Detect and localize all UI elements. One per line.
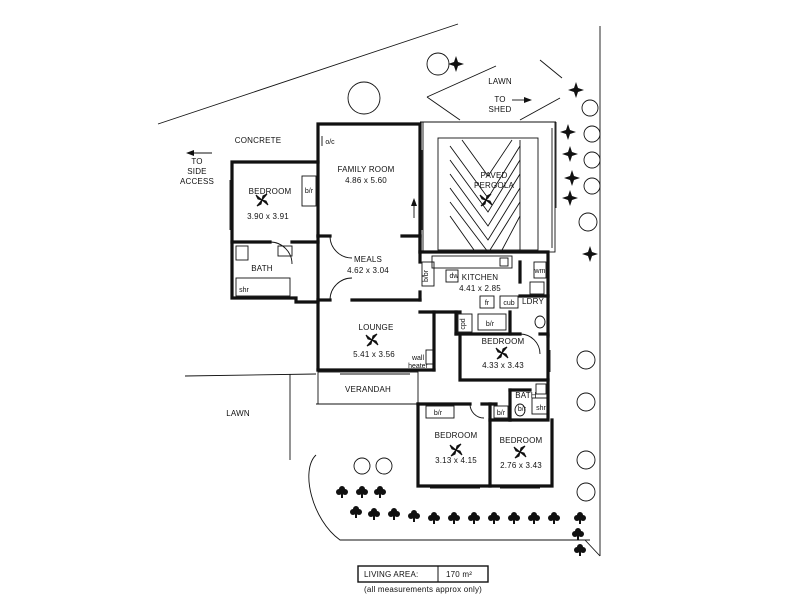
robe-sw-label: b/r bbox=[434, 410, 443, 417]
bedroom-sw-size: 3.13 x 4.15 bbox=[435, 456, 477, 465]
pergola-label-line1: PAVED bbox=[481, 171, 508, 180]
interior-walls bbox=[230, 234, 550, 488]
kitchen-size: 4.41 x 2.85 bbox=[459, 284, 501, 293]
direction-arrows bbox=[186, 97, 532, 156]
wall-heater-label-2: heater bbox=[408, 363, 429, 370]
lounge-label: LOUNGE bbox=[359, 323, 394, 332]
shrub-row bbox=[336, 486, 586, 556]
bedroom-se-size: 2.76 x 3.43 bbox=[500, 461, 542, 470]
lawn-north-label: LAWN bbox=[488, 77, 512, 86]
fixture-labels: b/r shr o/c dw wm cub fr b/br cpd b/r b/… bbox=[239, 139, 546, 417]
cupboard-hall-label: cpd bbox=[460, 318, 467, 329]
bath-west-label: BATH bbox=[251, 264, 273, 273]
laundry-label: LDRY bbox=[522, 297, 544, 306]
fan-icon bbox=[255, 193, 269, 207]
fixtures bbox=[235, 136, 549, 419]
robe-se-label: b/r bbox=[497, 410, 506, 417]
living-area-label: LIVING AREA: bbox=[364, 570, 418, 579]
wall-heater-label-1: wall bbox=[411, 355, 425, 362]
ceiling-fans bbox=[255, 193, 527, 459]
exterior-walls bbox=[230, 122, 554, 488]
side-access-label-2: SIDE bbox=[187, 167, 206, 176]
bi-robe-label: b/br bbox=[423, 269, 430, 282]
outdoor-labels: CONCRETE LAWN LAWN TO SHED TO SIDE ACCES… bbox=[180, 77, 512, 418]
side-access-label-3: ACCESS bbox=[180, 177, 214, 186]
to-shed-label-2: SHED bbox=[488, 105, 511, 114]
kitchen-label: KITCHEN bbox=[462, 273, 499, 282]
oc-label: o/c bbox=[325, 139, 335, 146]
shower-label: shr bbox=[239, 287, 249, 294]
lawn-west-label: LAWN bbox=[226, 409, 250, 418]
bath-east-label: BATH bbox=[515, 391, 537, 400]
bedroom-sw-label: BEDROOM bbox=[435, 431, 478, 440]
fan-icon bbox=[495, 346, 509, 360]
family-room-label: FAMILY ROOM bbox=[337, 165, 394, 174]
pergola-label-line2: PERGOLA bbox=[474, 181, 515, 190]
verandah-label: VERANDAH bbox=[345, 385, 391, 394]
to-shed-label-1: TO bbox=[494, 95, 505, 104]
washing-machine-label: wm bbox=[534, 268, 546, 275]
lounge-size: 5.41 x 3.56 bbox=[353, 350, 395, 359]
fan-icon bbox=[365, 333, 379, 347]
living-area-box: LIVING AREA: 170 m² (all measurements ap… bbox=[357, 565, 489, 594]
concrete-label: CONCRETE bbox=[235, 136, 282, 145]
shower-east-label: shr bbox=[536, 405, 546, 412]
bedroom-se-label: BEDROOM bbox=[500, 436, 543, 445]
fan-icon bbox=[479, 193, 493, 207]
side-access-label-1: TO bbox=[191, 157, 202, 166]
bedroom-west-label: BEDROOM bbox=[249, 187, 292, 196]
living-area-value: 170 m² bbox=[446, 570, 472, 579]
verandah bbox=[316, 371, 419, 405]
robe-bath-label: b/r bbox=[518, 406, 527, 413]
measurements-note: (all measurements approx only) bbox=[364, 585, 482, 594]
shrub-icon bbox=[448, 56, 598, 262]
landscaping bbox=[336, 52, 601, 556]
arrow-right-icon bbox=[524, 97, 532, 103]
pergola-area bbox=[422, 121, 556, 253]
bedroom-mid-label: BEDROOM bbox=[482, 337, 525, 346]
dishwasher-label: dw bbox=[450, 273, 460, 280]
meals-size: 4.62 x 3.04 bbox=[347, 266, 389, 275]
tree-icon bbox=[347, 52, 601, 502]
bedroom-mid-size: 4.33 x 3.43 bbox=[482, 361, 524, 370]
family-room-size: 4.86 x 5.60 bbox=[345, 176, 387, 185]
meals-label: MEALS bbox=[354, 255, 382, 264]
windows bbox=[229, 150, 551, 489]
bedroom-west-size: 3.90 x 3.91 bbox=[247, 212, 289, 221]
robe-hall-label: b/r bbox=[486, 321, 495, 328]
cupboard-label: cub bbox=[503, 300, 514, 307]
fridge-label: fr bbox=[485, 300, 490, 307]
robe-label: b/r bbox=[305, 188, 314, 195]
room-labels: FAMILY ROOM 4.86 x 5.60 BEDROOM 3.90 x 3… bbox=[247, 165, 544, 470]
fan-icon bbox=[513, 445, 527, 459]
fan-icon bbox=[449, 443, 463, 457]
arrow-left-icon bbox=[186, 150, 194, 156]
